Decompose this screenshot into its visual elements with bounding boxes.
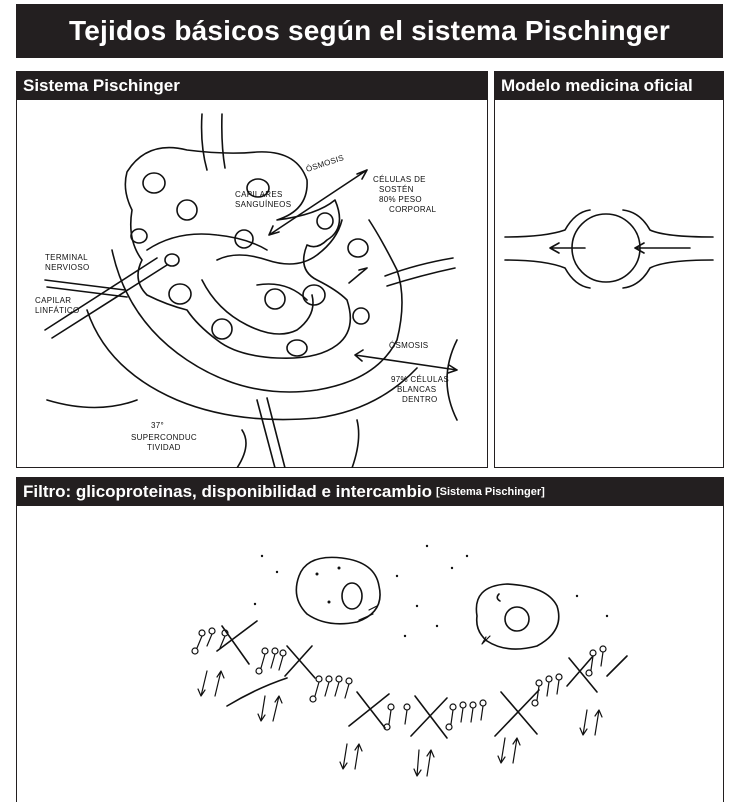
label-terminal-1: TERMINAL [45,253,88,262]
glycoprotein-filter-diagram [17,506,723,802]
label-osmosis-right: ÓSMOSIS [389,341,428,350]
label-capilar-1: CAPILAR [35,296,71,305]
oficial-cell-diagram [495,100,723,468]
label-blancas-1: 97% CÉLULAS [391,375,449,384]
label-superconduc-1: SUPERCONDUC [131,433,197,442]
label-celulas-4: CORPORAL [389,205,437,214]
panel-sistema-pischinger: Sistema Pischinger [16,71,488,468]
page-title: Tejidos básicos según el sistema Pischin… [69,15,670,47]
panel-modelo-oficial: Modelo medicina oficial [494,71,724,468]
panel-title: Sistema Pischinger [23,76,180,96]
label-celulas-3: 80% PESO [379,195,422,204]
label-superconduc-2: TIVIDAD [147,443,181,452]
panel-header: Sistema Pischinger [17,72,487,100]
label-terminal-2: NERVIOSO [45,263,90,272]
panel-filtro: Filtro: glicoproteinas, disponibilidad e… [16,477,724,802]
page-title-bar: Tejidos básicos según el sistema Pischin… [16,4,723,58]
label-celulas-2: SOSTÉN [379,185,414,194]
label-capilar-2: LINFÁTICO [35,306,79,315]
label-capilares-2: SANGUÍNEOS [235,200,291,209]
label-osmosis-top: ÓSMOSIS [305,153,345,174]
label-blancas-3: DENTRO [402,395,438,404]
label-celulas-1: CÉLULAS DE [373,175,426,184]
label-capilares-1: CAPILARES [235,190,283,199]
pischinger-tissue-diagram: CAPILARES SANGUÍNEOS TERMINAL NERVIOSO C… [17,100,487,468]
panel-header: Modelo medicina oficial [495,72,723,100]
label-blancas-2: BLANCAS [397,385,436,394]
label-temp: 37° [151,421,164,430]
panel-header: Filtro: glicoproteinas, disponibilidad e… [17,478,723,506]
panel-title: Modelo medicina oficial [501,76,693,96]
panel-title: Filtro: glicoproteinas, disponibilidad e… [23,482,432,502]
panel-subtitle: [Sistema Pischinger] [436,486,545,498]
